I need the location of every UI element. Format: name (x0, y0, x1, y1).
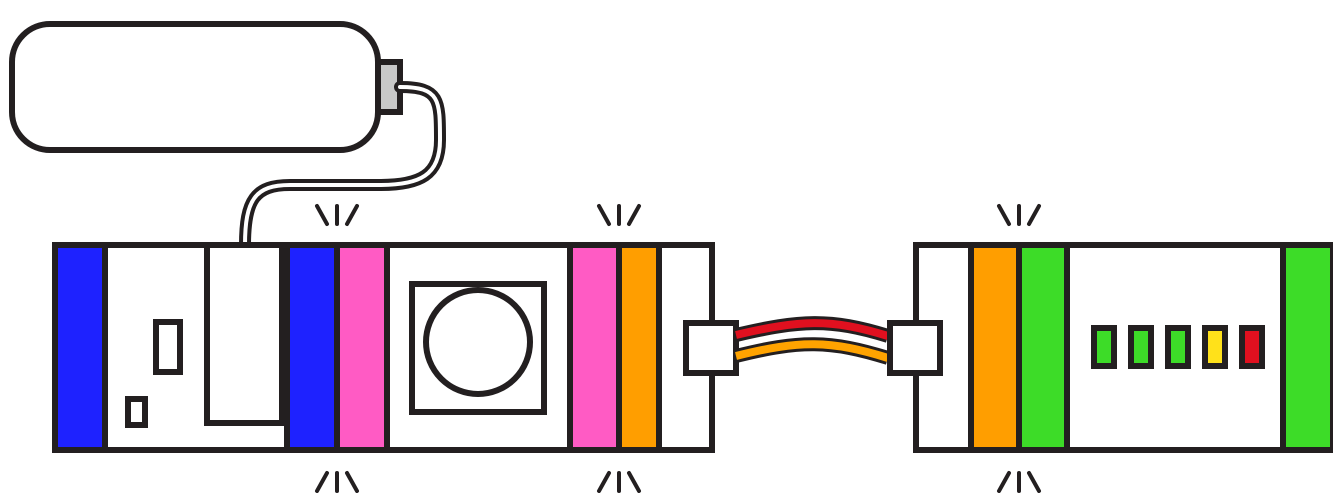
bargraph-module-icon (1064, 242, 1286, 453)
battery-body (9, 21, 381, 153)
led-5 (1239, 325, 1265, 369)
snap-indicators (315, 204, 1041, 493)
bargraph-module-left-edge (1016, 242, 1070, 453)
button-module-icon (384, 242, 573, 453)
button-module-left-edge (334, 242, 390, 453)
led-2 (1128, 325, 1154, 369)
wire-module-icon (656, 242, 974, 453)
power-connector-housing (204, 242, 285, 426)
spark-stroke (345, 204, 359, 226)
snap-spark-icon (315, 204, 359, 226)
power-indicator (125, 396, 148, 428)
push-button (423, 287, 533, 397)
spark-stroke (315, 471, 329, 493)
snap-spark-icon (315, 471, 359, 493)
snap-spark-icon (597, 471, 641, 493)
power-module-icon (52, 242, 290, 453)
led-1 (1091, 325, 1117, 369)
spark-stroke (1027, 204, 1041, 226)
battery-cable-core (243, 85, 443, 247)
power-switch (153, 319, 183, 375)
spark-stroke (627, 204, 641, 226)
spark-stroke (597, 204, 611, 226)
spark-stroke (997, 471, 1011, 493)
spark-stroke (315, 204, 329, 226)
wire-left-plug (683, 320, 739, 376)
led-3 (1165, 325, 1191, 369)
wire-right-plug-front (887, 320, 943, 376)
wire-module-left-edge (616, 242, 662, 453)
snap-spark-icon (997, 471, 1041, 493)
spark-stroke (345, 471, 359, 493)
button-module-right-edge (567, 242, 622, 453)
spark-stroke (597, 471, 611, 493)
spark-stroke (1027, 471, 1041, 493)
led-4 (1202, 325, 1228, 369)
wire-orange (735, 340, 890, 362)
spark-stroke (627, 471, 641, 493)
snap-spark-icon (597, 204, 641, 226)
spark-stroke (997, 204, 1011, 226)
led-bar (1091, 325, 1265, 369)
power-module-right-edge (284, 242, 340, 453)
battery-pack-icon (9, 21, 447, 251)
power-module-left-edge (52, 242, 108, 453)
wire-module-right-edge (968, 242, 1022, 453)
snap-spark-icon (997, 204, 1041, 226)
bargraph-module-right-edge (1280, 242, 1333, 453)
wire-red (735, 319, 890, 340)
